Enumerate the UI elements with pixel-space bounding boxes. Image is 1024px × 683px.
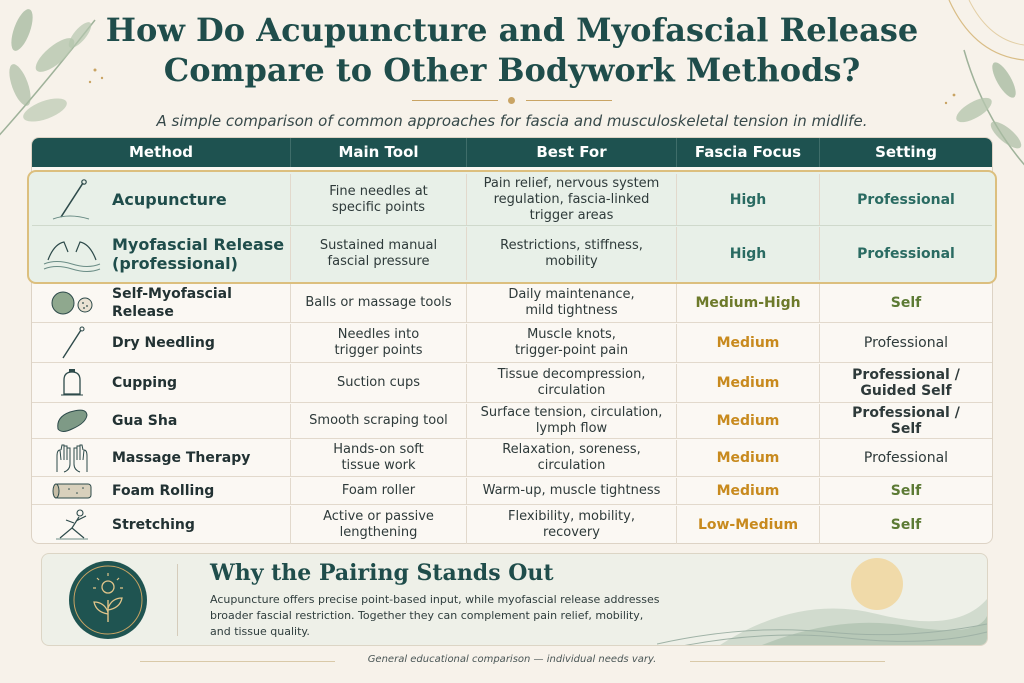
method-name: Cupping — [112, 375, 178, 391]
table-header: Method Main Tool Best For Fascia Focus S… — [32, 138, 992, 167]
page-title: How Do Acupuncture and Myofascial Releas… — [105, 11, 919, 89]
method-cell: Acupuncture — [32, 174, 291, 225]
footer-note: General educational comparison — individ… — [367, 654, 657, 665]
method-name: Myofascial Release(professional) — [112, 234, 285, 273]
header-fascia-focus: Fascia Focus — [677, 138, 820, 167]
setting-cell: Professional /Guided Self — [852, 367, 960, 399]
tool-cell: Balls or massage tools — [291, 284, 467, 322]
fascia-focus-cell: High — [677, 227, 820, 280]
fascia-focus-cell: Medium-High — [677, 284, 820, 322]
cup-icon — [32, 368, 112, 398]
landscape-illustration-icon — [657, 558, 987, 645]
why-body: Acupuncture offers precise point-based i… — [210, 593, 660, 638]
method-cell: Massage Therapy — [32, 440, 291, 476]
hands-icon — [32, 234, 112, 274]
best-for-cell: Daily maintenance,mild tightness — [467, 284, 677, 322]
table-row: Self-Myofascial Release Balls or massage… — [32, 284, 992, 323]
method-cell: Dry Needling — [32, 324, 291, 362]
method-name: Dry Needling — [112, 335, 215, 351]
method-name: Foam Rolling — [112, 483, 215, 499]
why-panel: Why the Pairing Stands Out Acupuncture o… — [41, 553, 988, 646]
best-for-cell: Warm-up, muscle tightness — [467, 478, 677, 504]
setting-cell: Professional — [857, 245, 955, 262]
method-cell: Myofascial Release(professional) — [32, 227, 291, 280]
header-setting: Setting — [875, 143, 937, 161]
method-cell: Stretching — [32, 506, 291, 544]
sprout-sun-emblem-icon — [69, 561, 147, 639]
fascia-focus-cell: Medium — [677, 324, 820, 362]
massage-balls-icon — [32, 288, 112, 318]
method-cell: Cupping — [32, 364, 291, 402]
header-best-for: Best For — [467, 138, 677, 167]
footer-rule-right — [690, 661, 885, 662]
setting-cell: Self — [890, 517, 922, 533]
stretching-figure-icon — [32, 508, 112, 542]
method-name: Stretching — [112, 517, 195, 533]
best-for-cell: Muscle knots,trigger-point pain — [467, 324, 677, 362]
best-for-cell: Flexibility, mobility,recovery — [467, 506, 677, 544]
method-name: Acupuncture — [112, 190, 227, 209]
table-row: Cupping Suction cups Tissue decompressio… — [32, 364, 992, 403]
method-cell: Foam Rolling — [32, 478, 291, 504]
best-for-cell: Restrictions, stiffness,mobility — [467, 227, 677, 280]
foam-roller-icon — [32, 481, 112, 501]
fascia-focus-cell: Medium — [677, 478, 820, 504]
setting-cell: Self — [890, 295, 922, 311]
why-title: Why the Pairing Stands Out — [210, 560, 554, 586]
tool-cell: Suction cups — [291, 364, 467, 402]
best-for-cell: Relaxation, soreness,circulation — [467, 440, 677, 476]
best-for-cell: Tissue decompression,circulation — [467, 364, 677, 402]
footer-rule-left — [140, 661, 335, 662]
method-name: Massage Therapy — [112, 450, 251, 466]
hands-outline-icon — [32, 442, 112, 474]
method-name: Self-Myofascial Release — [112, 286, 232, 320]
fascia-focus-cell: Low-Medium — [677, 506, 820, 544]
best-for-cell: Surface tension, circulation,lymph flow — [467, 404, 677, 438]
dry-needle-icon — [32, 326, 112, 360]
table-row: Myofascial Release(professional) Sustain… — [32, 227, 992, 280]
setting-cell: Professional — [863, 450, 949, 466]
highlight-box — [27, 170, 997, 284]
method-cell: Gua Sha — [32, 404, 291, 438]
subtitle: A simple comparison of common approaches… — [156, 112, 868, 130]
header-main-tool: Main Tool — [291, 138, 467, 167]
setting-cell: Professional — [863, 335, 949, 351]
setting-cell: Self — [890, 483, 922, 499]
method-name: Gua Sha — [112, 413, 178, 429]
gua-sha-stone-icon — [32, 407, 112, 435]
table-row: Foam Rolling Foam roller Warm-up, muscle… — [32, 478, 992, 505]
comparison-table: Method Main Tool Best For Fascia Focus S… — [27, 137, 997, 544]
setting-cell: Professional /Self — [852, 405, 960, 437]
fascia-focus-cell: Medium — [677, 440, 820, 476]
tool-cell: Foam roller — [291, 478, 467, 504]
fascia-focus-cell: Medium — [677, 404, 820, 438]
fascia-focus-cell: High — [677, 174, 820, 225]
method-cell: Self-Myofascial Release — [32, 284, 291, 322]
fascia-focus-cell: Medium — [677, 364, 820, 402]
setting-cell: Professional — [857, 191, 955, 208]
tool-cell: Smooth scraping tool — [291, 404, 467, 438]
needle-icon — [32, 177, 112, 223]
header-method: Method — [32, 138, 291, 167]
table-row: Gua Sha Smooth scraping tool Surface ten… — [32, 404, 992, 439]
title-divider — [412, 96, 612, 106]
